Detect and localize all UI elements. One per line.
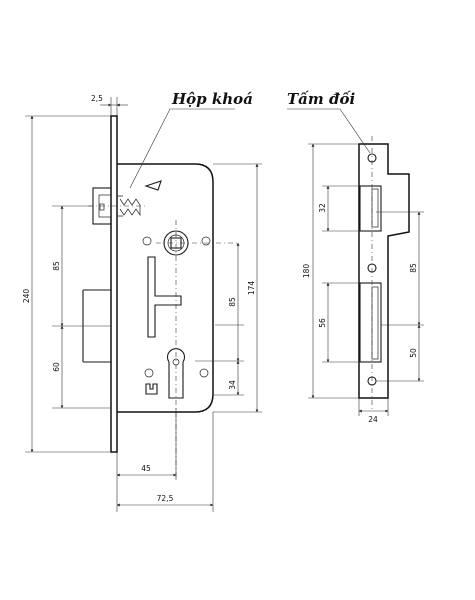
strike-plate-leader	[287, 108, 371, 154]
triangle-mark	[144, 180, 162, 191]
dim-backset: 45	[141, 464, 151, 473]
dim-cylinder-to-bottom: 34	[228, 380, 237, 390]
dim-bolt-to-hole: 50	[409, 348, 418, 358]
dim-handle-to-cylinder-right: 85	[228, 297, 237, 307]
dim-latch-to-handle: 85	[52, 261, 61, 271]
dim-latch-opening: 32	[318, 203, 327, 213]
dim-bolt-opening: 56	[318, 318, 327, 328]
lock-body-drawing: 2,5 240 85 60 174 85 34 45 72,5 Hộp khoá	[22, 90, 262, 512]
cylinder-cutout	[144, 348, 209, 399]
dim-strike-width: 24	[368, 415, 378, 424]
strike-plate-outline	[358, 143, 410, 399]
strike-latch-opening	[359, 185, 382, 232]
strike-plate-label: Tấm đối	[287, 90, 355, 108]
lock-body-leader	[129, 108, 235, 189]
dim-case-depth: 72,5	[157, 494, 174, 503]
faceplate	[110, 115, 118, 453]
dim-strike-hole-spacing: 85	[409, 263, 418, 273]
dim-faceplate-thickness: 2,5	[91, 94, 103, 103]
deadbolt-slot	[147, 256, 182, 338]
lock-body-label: Hộp khoá	[171, 90, 253, 108]
dim-strike-height: 180	[302, 264, 311, 279]
latch-spring	[119, 198, 141, 217]
dim-overall-height: 240	[22, 289, 31, 304]
strike-bolt-opening	[359, 282, 382, 363]
lock-case	[117, 163, 214, 413]
dim-handle-to-cylinder-left: 60	[52, 362, 61, 372]
strike-plate-drawing: 180 32 56 85 50 24 Tấm đối	[287, 90, 424, 424]
dim-case-height: 174	[247, 281, 256, 296]
